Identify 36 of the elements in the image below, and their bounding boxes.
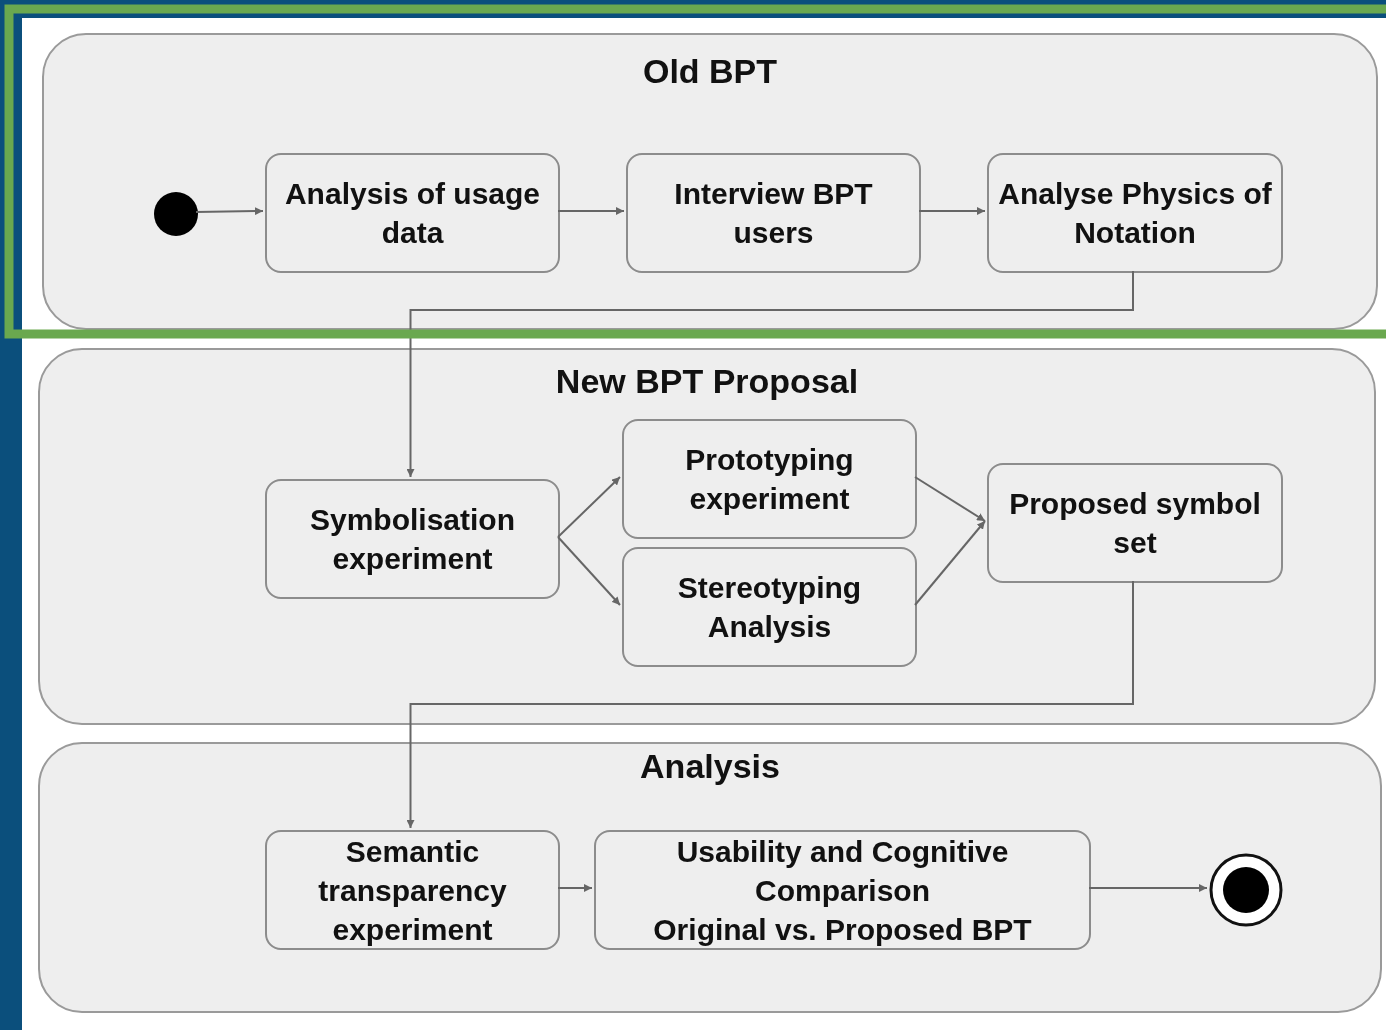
activity-box	[622, 547, 917, 667]
activity-label: Stereotyping Analysis	[676, 570, 863, 645]
activity-label: Interview BPT users	[673, 176, 874, 251]
activity-label: Original vs. Proposed BPT	[653, 911, 1032, 948]
lane-title: New BPT Proposal	[554, 362, 860, 401]
arrow	[918, 207, 986, 215]
lane-title: Analysis	[639, 747, 781, 786]
activity-label: Usability and Cognitive Comparison	[675, 833, 1010, 909]
swimlane-panel	[38, 742, 1382, 1013]
arrow	[406, 580, 1134, 829]
activity-box	[987, 153, 1283, 273]
arrow	[557, 476, 621, 538]
arrow	[557, 884, 593, 892]
arrow	[195, 207, 264, 216]
arrow	[557, 536, 621, 606]
activity-box	[987, 463, 1283, 583]
arrow	[557, 207, 625, 215]
swimlane-panel	[38, 348, 1376, 725]
activity-box	[265, 830, 560, 950]
activity-box	[622, 419, 917, 539]
activity-box	[594, 830, 1091, 950]
activity-label: Prototyping experiment	[684, 442, 855, 517]
arrow	[406, 270, 1134, 478]
arrow	[914, 476, 986, 522]
activity-label: Semantic transparency experiment	[317, 833, 508, 948]
activity-box	[626, 153, 921, 273]
arrow	[1088, 884, 1208, 892]
activity-box	[265, 153, 560, 273]
activity-label: Proposed symbol set	[1008, 486, 1262, 561]
activity-box	[265, 479, 560, 599]
activity-label: Symbolisation experiment	[308, 502, 516, 577]
swimlane-panel	[42, 33, 1378, 330]
activity-label: Analyse Physics of Notation	[997, 176, 1273, 251]
arrow	[914, 520, 986, 606]
lane-title: Old BPT	[641, 52, 779, 91]
activity-label: Analysis of usage data	[283, 176, 542, 251]
